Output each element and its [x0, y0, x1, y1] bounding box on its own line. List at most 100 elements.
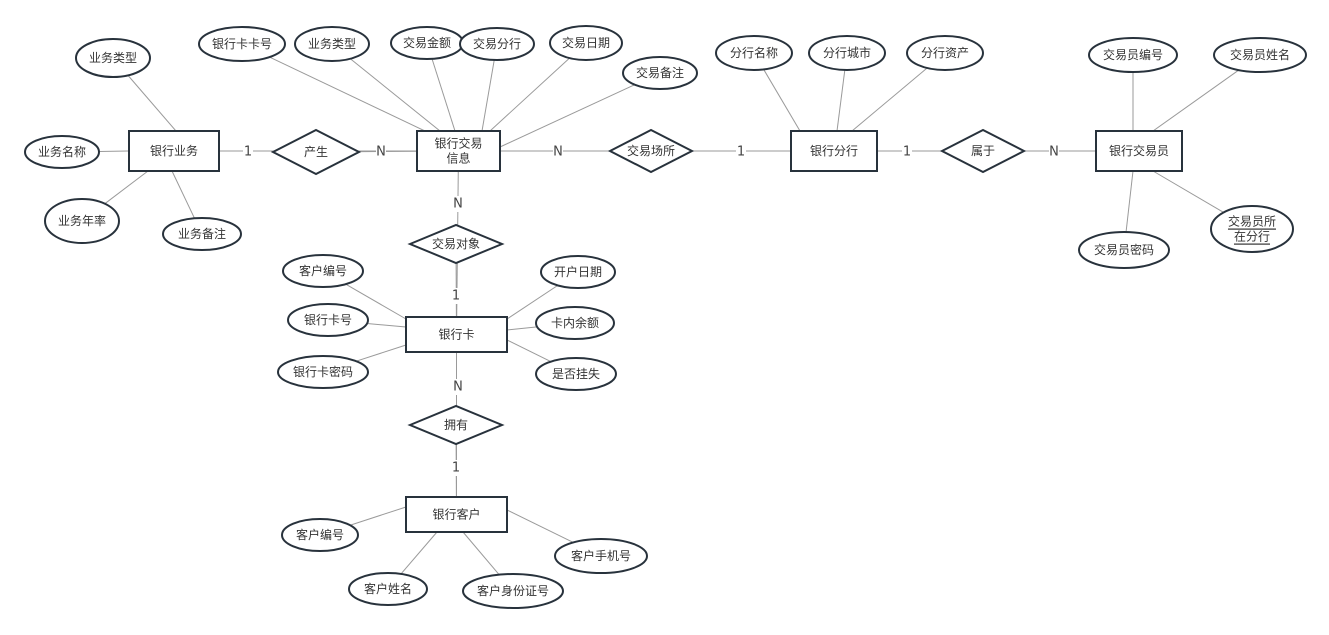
- attribute-ellipse[interactable]: [462, 573, 564, 609]
- cardinality-bg: [376, 144, 386, 160]
- entity-biz[interactable]: 银行业务: [128, 130, 220, 172]
- attribute-ellipse[interactable]: [549, 25, 623, 61]
- attribute-label: 银行卡密码: [293, 364, 353, 379]
- attribute-cust-25[interactable]: 客户身份证号: [462, 573, 564, 609]
- attribute-label: 客户编号: [296, 527, 344, 542]
- relationship-diamond[interactable]: [607, 128, 695, 174]
- attribute-ellipse[interactable]: [198, 26, 286, 62]
- attribute-ellipse[interactable]: [282, 254, 364, 288]
- attribute-label: 客户编号: [299, 263, 347, 278]
- attribute-cust-24[interactable]: 客户姓名: [348, 572, 428, 606]
- attribute-ellipse[interactable]: [622, 56, 698, 90]
- cardinality-to-r_place: 1: [737, 145, 745, 160]
- attribute-ellipse[interactable]: [808, 35, 886, 71]
- attribute-ellipse[interactable]: [348, 572, 428, 606]
- attribute-label: 银行卡号: [304, 313, 352, 327]
- entity-label: 银行客户: [432, 507, 480, 522]
- attribute-ellipse[interactable]: [162, 217, 242, 251]
- cardinality-from-r_produce: 1: [244, 145, 252, 160]
- attribute-biz-2[interactable]: 业务年率: [44, 198, 120, 244]
- attribute-teller-14[interactable]: 交易员姓名: [1213, 37, 1307, 73]
- attribute-biz-3[interactable]: 业务备注: [162, 217, 242, 251]
- attribute-ellipse[interactable]: [459, 27, 535, 61]
- attribute-ellipse[interactable]: [535, 306, 615, 340]
- attribute-ellipse[interactable]: [906, 35, 984, 71]
- attribute-branch-10[interactable]: 分行名称: [715, 35, 793, 71]
- entity-branch[interactable]: 银行分行: [790, 130, 878, 172]
- entity-box[interactable]: [1095, 130, 1183, 172]
- attribute-card-21[interactable]: 卡内余额: [535, 306, 615, 340]
- relationship-r_place[interactable]: 交易场所: [607, 128, 695, 174]
- attribute-cust-23[interactable]: 客户编号: [281, 518, 359, 552]
- relationship-label: 产生: [304, 145, 328, 159]
- attribute-ellipse[interactable]: [1213, 37, 1307, 73]
- attribute-ellipse[interactable]: [715, 35, 793, 71]
- attribute-ellipse[interactable]: [535, 357, 617, 391]
- relationship-diamond[interactable]: [270, 128, 362, 176]
- attribute-cust-26[interactable]: 客户手机号: [554, 538, 648, 574]
- attribute-ellipse[interactable]: [24, 135, 100, 169]
- cardinality-bg: [453, 196, 463, 212]
- relationship-r_belong[interactable]: 属于: [939, 128, 1027, 174]
- attribute-ellipse[interactable]: [281, 518, 359, 552]
- attribute-txn-6[interactable]: 交易金额: [390, 26, 464, 60]
- attribute-txn-9[interactable]: 交易备注: [622, 56, 698, 90]
- cardinality-bg: [243, 144, 253, 160]
- entity-cust[interactable]: 银行客户: [405, 496, 508, 533]
- attribute-ellipse[interactable]: [1088, 37, 1178, 73]
- attribute-teller-13[interactable]: 交易员编号: [1088, 37, 1178, 73]
- attribute-teller-15[interactable]: 交易员密码: [1078, 231, 1170, 269]
- cardinality-bg: [902, 144, 912, 160]
- attribute-edge: [506, 284, 559, 320]
- entity-box[interactable]: [405, 316, 508, 353]
- attribute-ellipse[interactable]: [294, 26, 370, 62]
- attribute-label: 分行资产: [921, 46, 969, 60]
- attribute-ellipse[interactable]: [44, 198, 120, 244]
- attribute-edge: [171, 170, 195, 219]
- attribute-ellipse[interactable]: [1078, 231, 1170, 269]
- attribute-card-17[interactable]: 客户编号: [282, 254, 364, 288]
- relationship-diamond[interactable]: [939, 128, 1027, 174]
- attribute-txn-8[interactable]: 交易日期: [549, 25, 623, 61]
- attribute-card-20[interactable]: 开户日期: [540, 255, 616, 289]
- entity-teller[interactable]: 银行交易员: [1095, 130, 1183, 172]
- relationship-diamond[interactable]: [407, 223, 505, 265]
- attribute-branch-11[interactable]: 分行城市: [808, 35, 886, 71]
- attribute-edge: [499, 84, 635, 148]
- attribute-biz-1[interactable]: 业务名称: [24, 135, 100, 169]
- entity-box[interactable]: [405, 496, 508, 533]
- attribute-ellipse[interactable]: [75, 38, 151, 78]
- attribute-card-18[interactable]: 银行卡号: [287, 303, 369, 337]
- attribute-label: 交易备注: [636, 65, 684, 80]
- cardinality-from-r_belong: 1: [903, 145, 911, 160]
- relationship-r_produce[interactable]: 产生: [270, 128, 362, 176]
- attribute-ellipse[interactable]: [554, 538, 648, 574]
- attribute-edge: [400, 531, 438, 575]
- attribute-ellipse[interactable]: [287, 303, 369, 337]
- attribute-card-19[interactable]: 银行卡密码: [277, 355, 369, 389]
- relationship-r_object[interactable]: 交易对象: [407, 223, 505, 265]
- attribute-branch-12[interactable]: 分行资产: [906, 35, 984, 71]
- attribute-ellipse[interactable]: [540, 255, 616, 289]
- relationship-r_own[interactable]: 拥有: [407, 404, 505, 446]
- attribute-label: 交易员所: [1228, 214, 1276, 229]
- entity-box[interactable]: [128, 130, 220, 172]
- attribute-txn-7[interactable]: 交易分行: [459, 27, 535, 61]
- entity-box[interactable]: [790, 130, 878, 172]
- attribute-edge: [345, 283, 407, 320]
- attribute-txn-5[interactable]: 业务类型: [294, 26, 370, 62]
- attribute-card-22[interactable]: 是否挂失: [535, 357, 617, 391]
- attribute-label: 分行城市: [823, 45, 871, 60]
- attribute-txn-4[interactable]: 银行卡卡号: [198, 26, 286, 62]
- entity-card[interactable]: 银行卡: [405, 316, 508, 353]
- attribute-biz-0[interactable]: 业务类型: [75, 38, 151, 78]
- attribute-label: 业务年率: [58, 213, 106, 228]
- entity-box[interactable]: [416, 130, 501, 172]
- relationship-diamond[interactable]: [407, 404, 505, 446]
- attribute-ellipse[interactable]: [1210, 205, 1294, 253]
- cardinality-from-r_own: N: [453, 380, 463, 395]
- attribute-ellipse[interactable]: [277, 355, 369, 389]
